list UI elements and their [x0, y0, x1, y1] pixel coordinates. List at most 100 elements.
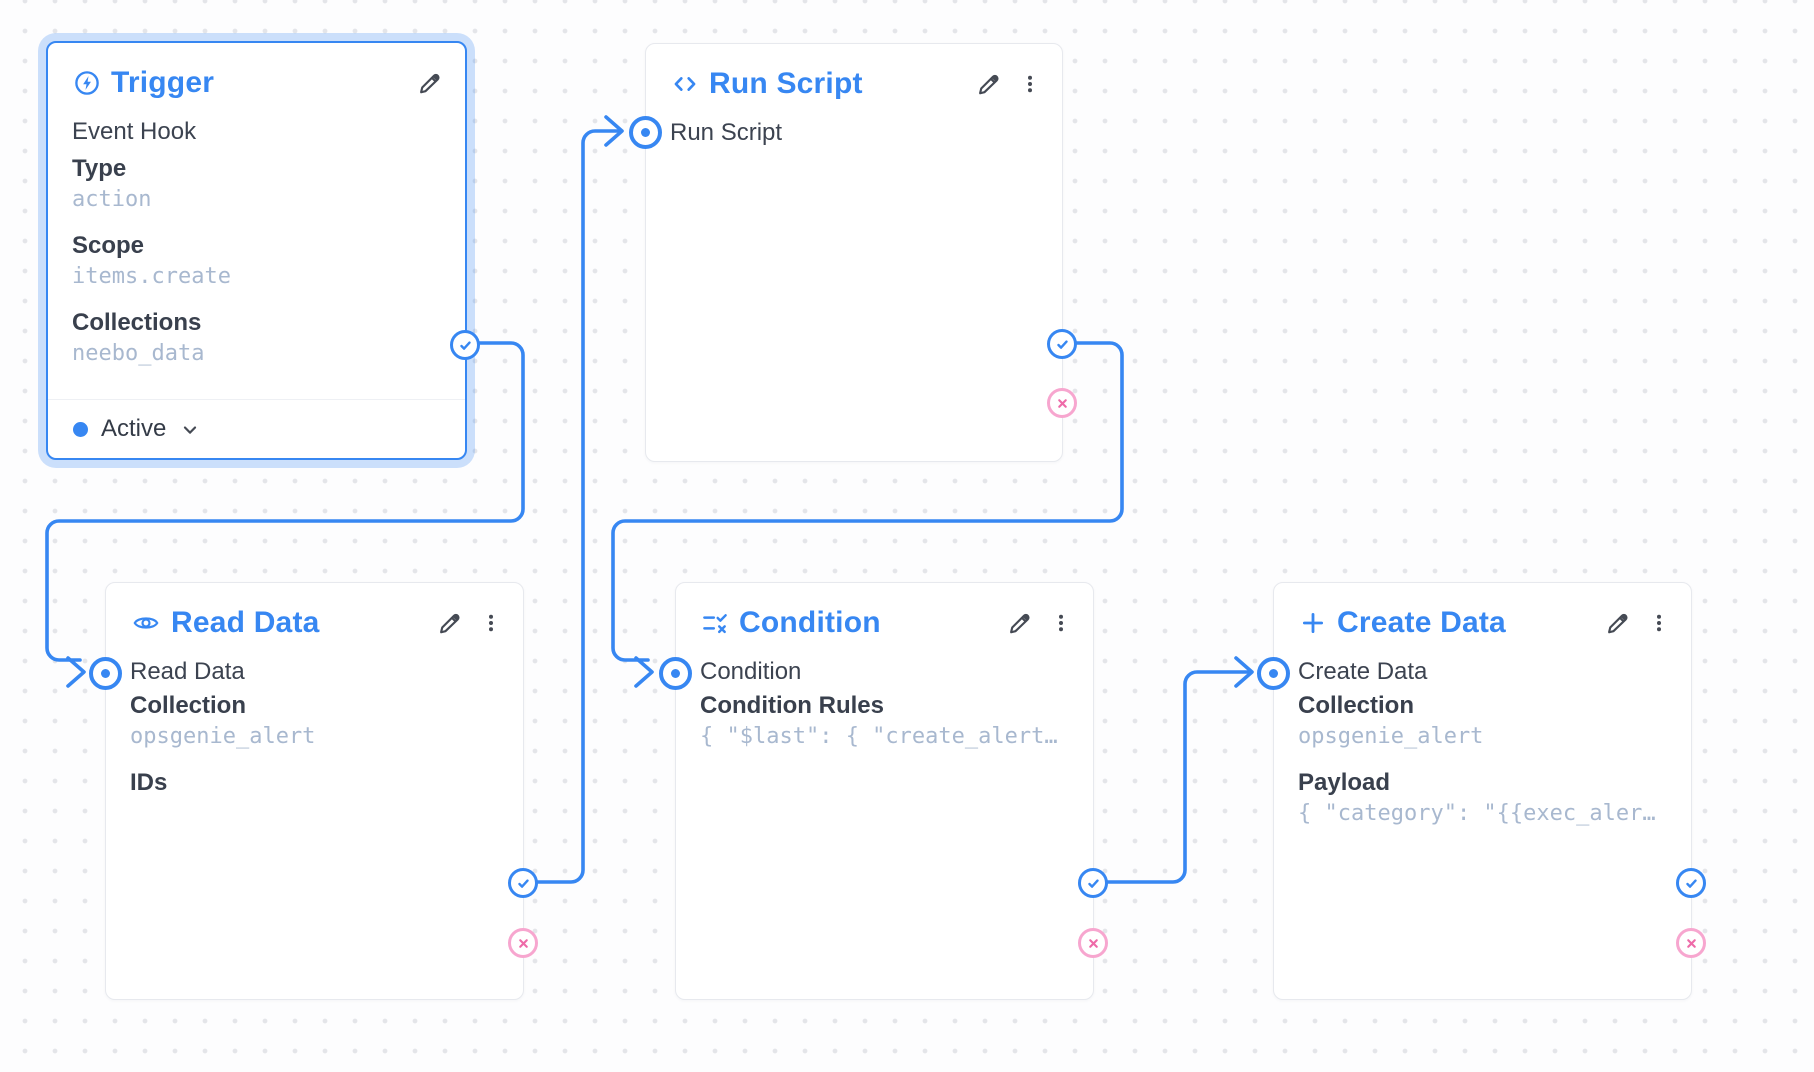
edit-pencil-icon[interactable]	[1006, 610, 1033, 637]
field-collection: Collection opsgenie_alert	[1298, 690, 1667, 752]
field-value: opsgenie_alert	[130, 724, 316, 749]
input-port[interactable]	[659, 657, 692, 690]
status-dropdown[interactable]: Active	[48, 399, 465, 458]
field-value: { "category": "{{exec_aler…	[1298, 801, 1656, 826]
kebab-menu-icon[interactable]	[481, 611, 501, 635]
edit-pencil-icon[interactable]	[975, 71, 1002, 98]
field-label: Collection	[1298, 692, 1415, 719]
kebab-menu-icon[interactable]	[1020, 72, 1040, 96]
edge-arrowhead-icon	[1234, 656, 1254, 688]
reject-port[interactable]	[1676, 928, 1706, 958]
check-icon	[459, 340, 471, 350]
edge-line	[1092, 670, 1250, 884]
node-trigger[interactable]: Trigger Event Hook Type action Scope	[46, 41, 480, 460]
edge-read-data-to-run-script	[522, 115, 624, 884]
field-collection: Collection opsgenie_alert	[130, 690, 499, 752]
x-icon	[1057, 398, 1067, 408]
node-read-data[interactable]: Read Data Read Data Collection ops	[89, 582, 538, 1000]
inlet-label: Create Data	[1298, 658, 1428, 685]
eye-icon	[133, 617, 159, 629]
port-dot-icon	[101, 669, 110, 678]
field-label: Scope	[72, 232, 145, 259]
input-port[interactable]	[89, 657, 122, 690]
edit-pencil-icon[interactable]	[436, 610, 463, 637]
port-dot-icon	[641, 128, 650, 137]
field-scope: Scope items.create	[72, 230, 441, 292]
kebab-menu-icon[interactable]	[1051, 611, 1071, 635]
edge-condition-to-create-data	[1092, 656, 1254, 884]
reject-port[interactable]	[1047, 388, 1077, 418]
inlet-label: Read Data	[130, 658, 245, 685]
resolve-port[interactable]	[1676, 868, 1706, 898]
edit-pencil-icon[interactable]	[1604, 610, 1631, 637]
node-title: Read Data	[131, 606, 320, 640]
reject-port[interactable]	[1078, 928, 1108, 958]
status-label: Active	[101, 415, 167, 442]
edge-arrowhead-icon	[66, 656, 86, 688]
field-value: neebo_data	[72, 341, 205, 366]
inlet-label: Run Script	[670, 119, 783, 146]
node-title: Run Script	[671, 67, 863, 101]
edge-arrowhead-icon	[634, 656, 654, 688]
rule-icon	[703, 614, 727, 634]
resolve-port[interactable]	[1047, 329, 1077, 359]
node-actions	[436, 610, 501, 637]
field-label: Collection	[130, 692, 247, 719]
bolt-circle-icon	[75, 71, 99, 95]
resolve-port[interactable]	[1078, 868, 1108, 898]
node-condition[interactable]: Condition Condition Condition Rules	[659, 582, 1108, 1000]
node-header: Trigger	[48, 43, 465, 99]
node-run-script[interactable]: Run Script Run Script	[629, 43, 1077, 462]
x-icon	[1088, 938, 1098, 948]
field-condition-rules: Condition Rules { "$last": { "create_ale…	[700, 690, 1069, 752]
node-body: Read Data Collection opsgenie_alert IDs	[106, 656, 523, 798]
chevron-down-icon	[184, 426, 197, 434]
input-port[interactable]	[1257, 657, 1290, 690]
edge-line	[522, 129, 620, 884]
field-value: action	[72, 187, 152, 212]
kebab-menu-icon[interactable]	[1649, 611, 1669, 635]
check-icon	[1056, 339, 1068, 349]
node-body: Event Hook Type action Scope items.creat…	[48, 116, 465, 369]
x-icon	[518, 938, 528, 948]
field-payload: Payload { "category": "{{exec_aler…	[1298, 767, 1667, 829]
node-title: Trigger	[73, 66, 214, 100]
node-create-data[interactable]: Create Data Create Data Collection	[1257, 582, 1706, 1000]
plus-icon	[1302, 612, 1324, 634]
node-title-text: Read Data	[171, 606, 320, 639]
field-value: opsgenie_alert	[1298, 724, 1484, 749]
port-dot-icon	[671, 669, 680, 678]
node-header: Read Data	[106, 583, 523, 639]
check-icon	[1087, 878, 1099, 888]
field-collections: Collections neebo_data	[72, 307, 441, 369]
field-type: Type action	[72, 153, 441, 215]
trigger-type-text: Event Hook	[72, 118, 197, 145]
field-ids: IDs	[130, 767, 499, 798]
resolve-port[interactable]	[450, 330, 480, 360]
inlet-label: Condition	[700, 658, 802, 685]
node-body: Condition Condition Rules { "$last": { "…	[676, 656, 1093, 752]
node-header: Create Data	[1274, 583, 1691, 639]
resolve-port[interactable]	[508, 868, 538, 898]
node-title-text: Trigger	[111, 66, 215, 99]
field-label: IDs	[130, 769, 168, 796]
input-port[interactable]	[629, 116, 662, 149]
node-title-text: Run Script	[709, 67, 863, 100]
field-label: Collections	[72, 309, 202, 336]
node-title: Condition	[701, 606, 881, 640]
reject-port[interactable]	[508, 928, 538, 958]
node-header: Condition	[676, 583, 1093, 639]
node-actions	[1006, 610, 1071, 637]
port-dot-icon	[1269, 669, 1278, 678]
check-icon	[517, 878, 529, 888]
field-value: { "$last": { "create_alert…	[700, 724, 1058, 749]
field-value: items.create	[72, 264, 231, 289]
node-actions	[416, 70, 443, 97]
node-title: Create Data	[1299, 606, 1506, 640]
node-body: Run Script	[646, 117, 1062, 148]
node-actions	[975, 71, 1040, 98]
code-icon	[674, 77, 696, 91]
edit-pencil-icon[interactable]	[416, 70, 443, 97]
node-body: Create Data Collection opsgenie_alert Pa…	[1274, 656, 1691, 829]
